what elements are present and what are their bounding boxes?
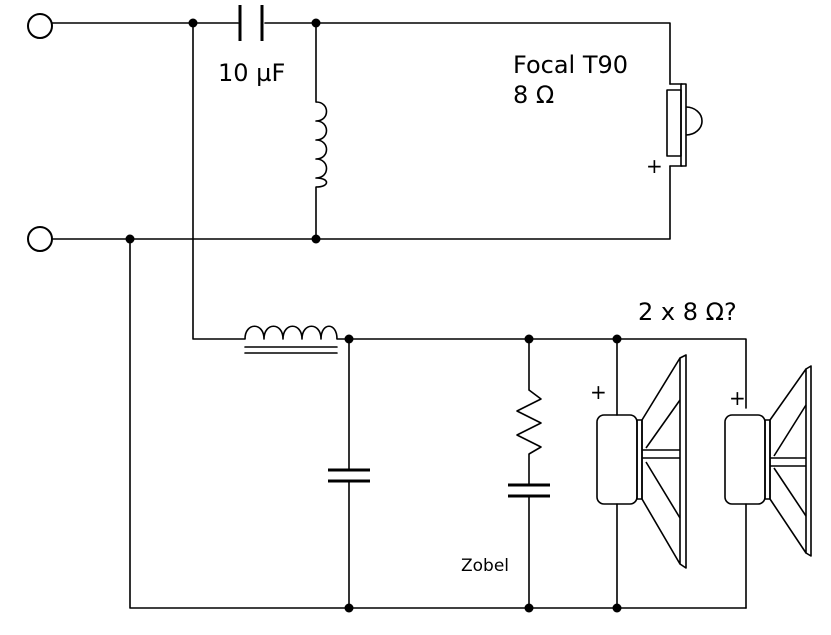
capacitor-value-label: 10 µF <box>218 59 285 87</box>
woofer-1-speaker-icon <box>596 354 687 569</box>
zobel-label: Zobel <box>461 556 509 576</box>
ground-rail-wire <box>51 165 671 240</box>
woofer1-plus-marker: + <box>590 380 607 404</box>
woofer2-plus-marker: + <box>729 386 746 410</box>
woofer-shunt-capacitor <box>328 338 370 609</box>
tweeter-series-capacitor <box>238 5 264 41</box>
zobel-network <box>508 338 550 609</box>
woofer-rail-wire <box>336 338 747 409</box>
woofer-2-speaker-icon <box>724 365 812 557</box>
lowpass-feed-wire <box>192 22 246 340</box>
woofer-series-inductor <box>244 325 338 354</box>
tweeter-plus-marker: + <box>646 154 663 178</box>
tweeter-shunt-inductor <box>315 22 328 240</box>
input-terminal-negative <box>27 226 53 252</box>
bottom-return-wire <box>129 238 747 609</box>
tweeter-name-label: Focal T90 <box>513 51 628 79</box>
zobel-resistor <box>516 389 542 455</box>
tweeter-speaker-icon <box>666 83 703 167</box>
junction-dots <box>125 18 622 613</box>
woofers-impedance-label: 2 x 8 Ω? <box>638 298 737 326</box>
input-terminal-positive <box>27 13 53 39</box>
tweeter-impedance-label: 8 Ω <box>513 81 554 109</box>
